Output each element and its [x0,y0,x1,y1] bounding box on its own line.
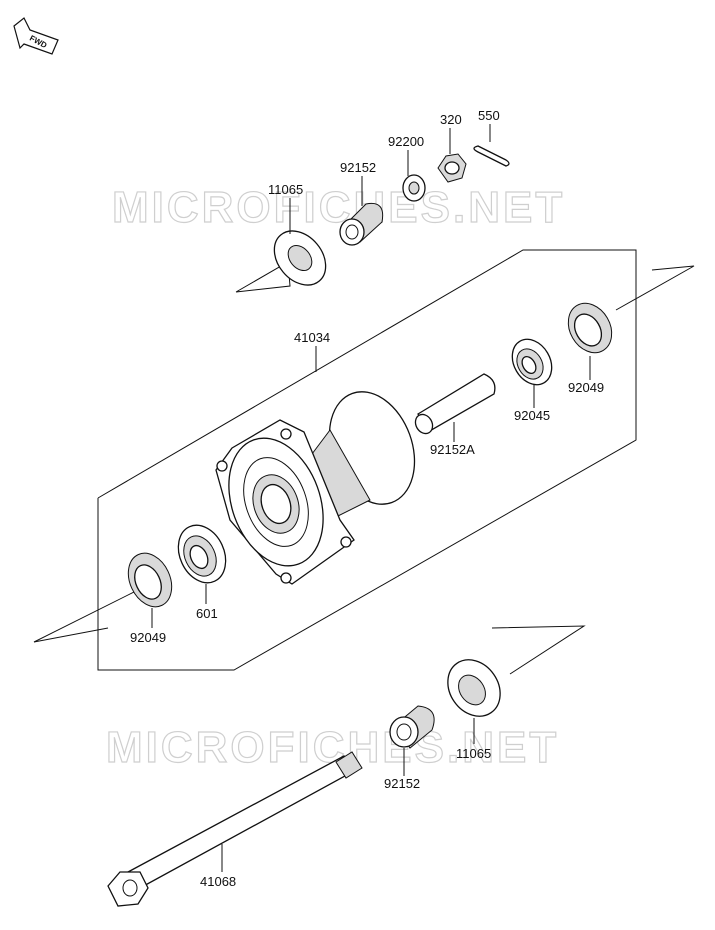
watermark-top: MICROFICHES.NET [112,183,565,232]
label-92049-right: 92049 [568,380,604,395]
seal-11065-bottom [447,659,501,717]
label-550: 550 [478,108,500,123]
bearing-92045 [511,338,553,386]
spacer-92152A [414,373,496,435]
cut-line-left [33,587,143,643]
assembly-outline [97,249,637,671]
label-92152-top: 92152 [340,160,376,175]
label-92152-bottom: 92152 [384,776,420,791]
axle-41068 [107,751,363,907]
fwd-arrow-icon: FWD [13,17,59,55]
label-11065-top: 11065 [268,182,303,197]
collar-92152-bottom [389,705,435,749]
label-320: 320 [440,112,462,127]
label-92045: 92045 [514,408,550,423]
label-92049-left: 92049 [130,630,166,645]
leader-lines [151,124,591,872]
label-92200: 92200 [388,134,424,149]
seal-11065-top [273,230,327,286]
label-601: 601 [196,606,218,621]
cut-line-right [615,265,695,311]
label-92152A: 92152A [430,442,475,457]
label-41034: 41034 [294,330,330,345]
bearing-601 [177,524,227,584]
washer-92200 [402,174,426,202]
cut-line-bottom-right [491,625,586,675]
label-41068: 41068 [200,874,236,889]
collar-92152-top [339,202,384,246]
cut-line-left-end [33,627,109,643]
cotter-pin-550 [473,145,510,167]
front-hub-41034 [215,391,416,585]
castle-nut-320 [437,153,467,183]
seal-92049-right [567,302,613,354]
label-11065-bottom: 11065 [456,746,491,761]
seal-92049-left [127,552,173,608]
